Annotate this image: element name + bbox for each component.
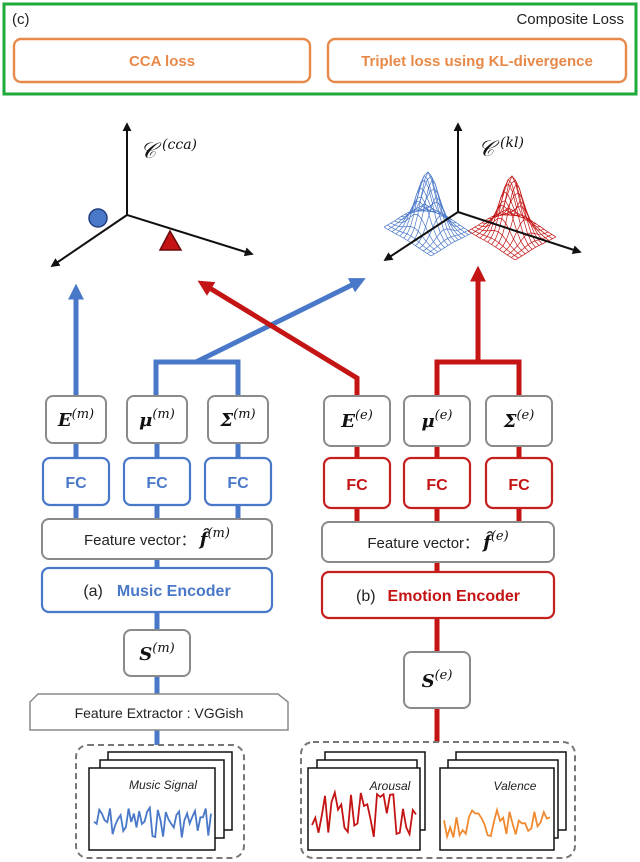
- kl-space-superscript: (kl): [500, 135, 524, 151]
- emotion-fc-label-1: FC: [346, 477, 368, 494]
- music-S-box: [123, 629, 191, 677]
- emotion-fc-box-2: [402, 456, 472, 510]
- emotion-E-box: [323, 395, 391, 447]
- cca-loss-label: CCA loss: [129, 53, 195, 70]
- cca-axis-x: [50, 214, 128, 268]
- emotion-to-cca-arrow: [197, 280, 360, 396]
- emotion-gaussian-mesh-icon: [467, 175, 557, 261]
- music-connectors: [68, 278, 366, 745]
- gaussian-mesh-line: [505, 209, 553, 239]
- cca-space: 𝒞 (cca): [50, 122, 254, 268]
- emotion-S-label: S(e): [422, 668, 453, 692]
- gaussian-mesh-line: [514, 236, 557, 261]
- kl-space-symbol: 𝒞: [478, 137, 500, 162]
- composite-label: (c): [12, 11, 30, 28]
- gaussian-mesh-line: [430, 232, 473, 257]
- emotion-feature-vector-label: Feature vector：f̂(e): [367, 529, 508, 553]
- music-encoder-label: (a)Music Encoder: [83, 583, 230, 600]
- emotion-mu-sigma-merge: [434, 359, 522, 396]
- emotion-fc-box-3: [484, 456, 554, 510]
- gaussian-mesh-line: [511, 234, 553, 258]
- emotion-encoder-label: (b)Emotion Encoder: [356, 588, 520, 605]
- emotion-fc-label-3: FC: [508, 477, 530, 494]
- cca-space-symbol: 𝒞: [140, 139, 162, 164]
- music-fc-label-3: FC: [227, 475, 249, 492]
- emotion-fc-box-1: [322, 456, 392, 510]
- music-E-box: [45, 395, 107, 444]
- music-signal-waveform: [93, 804, 212, 839]
- emotion-embedding-triangle-icon: [158, 229, 183, 251]
- feature-extractor-box: [29, 693, 289, 731]
- emotion-S-box: [403, 651, 471, 709]
- triplet-loss-label: Triplet loss using KL-divergence: [361, 53, 593, 70]
- feature-extractor-label: Feature Extractor : VGGish: [75, 705, 244, 721]
- valence-label: Valence: [494, 779, 537, 793]
- music-fc-label-2: FC: [146, 475, 168, 492]
- emotion-fc-label-2: FC: [426, 477, 448, 494]
- emotion-encoder-box: [320, 570, 556, 620]
- gaussian-mesh-line: [421, 205, 469, 235]
- triplet-loss-box: [326, 37, 628, 84]
- emotion-E-label: E(e): [340, 408, 373, 432]
- music-fc-box-3: [203, 456, 273, 507]
- music-mu-label: μ(m): [139, 407, 175, 431]
- gaussian-mesh-line: [508, 207, 557, 238]
- music-sigma-box: [207, 395, 269, 444]
- music-feature-vector-label: Feature vector：f̂(m): [84, 526, 230, 550]
- kl-space: 𝒞 (kl): [383, 122, 582, 261]
- music-S-label: S(m): [139, 641, 174, 665]
- composite-loss-panel: (c) Composite Loss CCA loss Triplet loss…: [2, 2, 638, 96]
- music-signal-label: Music Signal: [129, 778, 197, 792]
- arousal-waveform: [311, 788, 417, 838]
- emotion-feature-vector-box: [321, 521, 555, 563]
- cca-space-label: 𝒞 (cca): [140, 137, 197, 164]
- music-signal-group: [75, 744, 245, 859]
- music-embedding-circle-icon: [88, 208, 108, 228]
- arousal-label: Arousal: [369, 779, 411, 793]
- cca-axis-y: [126, 214, 254, 257]
- kl-space-label: 𝒞 (kl): [478, 135, 524, 162]
- emotion-signal-group: [300, 741, 576, 859]
- cca-loss-box: [12, 37, 312, 84]
- music-mu-box: [126, 395, 188, 444]
- emotion-sigma-label: Σ(e): [503, 408, 535, 432]
- music-fc-label-1: FC: [65, 475, 87, 492]
- emotion-branch: E(e) μ(e) Σ(e) FC FC FC Feature vector：f…: [300, 395, 576, 859]
- music-gaussian-mesh-icon: [383, 171, 473, 257]
- gaussian-mesh-line: [427, 230, 469, 254]
- kl-axis-y: [457, 211, 582, 255]
- music-fc-box-1: [41, 456, 111, 507]
- music-branch: E(m) μ(m) Σ(m) FC FC FC Feature vector：f…: [29, 395, 289, 859]
- music-mu-sigma-merge: [153, 359, 241, 396]
- kl-axis-x: [383, 211, 459, 261]
- music-to-kl-arrow: [194, 278, 366, 365]
- emotion-sigma-box: [485, 395, 553, 447]
- emotion-mu-label: μ(e): [421, 408, 452, 432]
- gaussian-mesh-line: [423, 227, 465, 252]
- emotion-mu-box: [403, 395, 471, 447]
- music-encoder-box: [40, 566, 274, 614]
- music-sigma-label: Σ(m): [219, 407, 255, 431]
- cca-space-superscript: (cca): [162, 137, 197, 153]
- composite-title: Composite Loss: [516, 11, 624, 28]
- emotion-connectors: [197, 265, 522, 742]
- valence-waveform: [443, 806, 551, 841]
- music-fc-box-2: [122, 456, 192, 507]
- music-feature-vector-box: [41, 518, 273, 560]
- music-E-label: E(m): [57, 407, 94, 431]
